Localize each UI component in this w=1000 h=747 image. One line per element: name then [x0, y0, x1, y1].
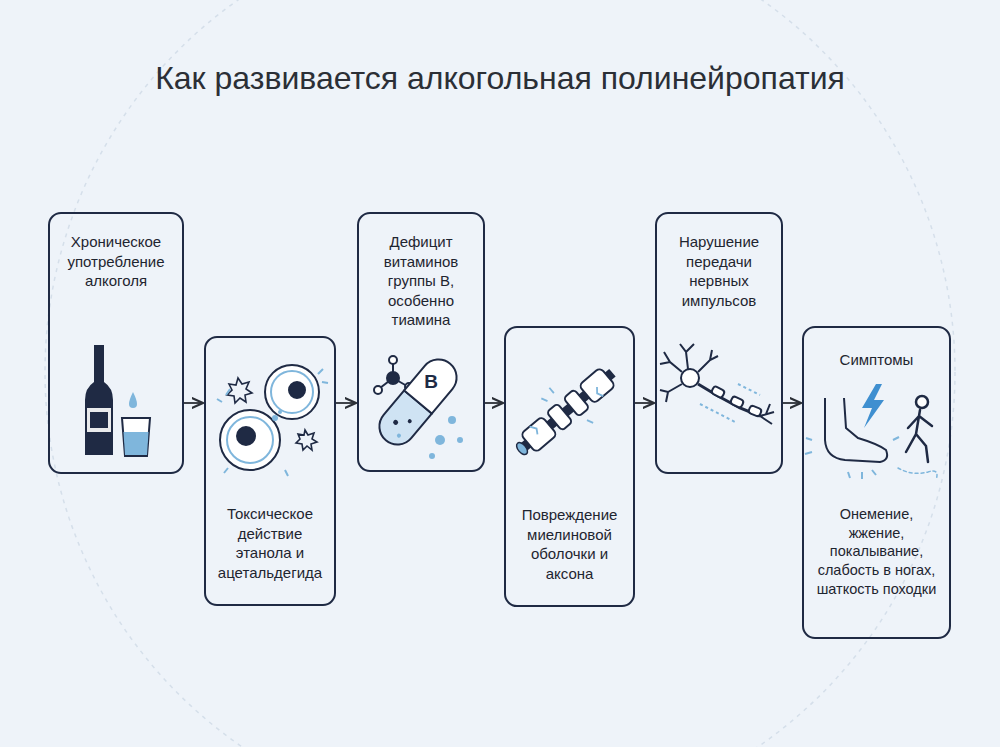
cell-icon — [217, 365, 328, 476]
capsule-icon — [372, 352, 464, 452]
neuron-icon — [660, 344, 774, 424]
person-icon — [898, 396, 937, 480]
box-text: Хроническое употребление алкоголя — [58, 232, 174, 291]
flow-arrow — [783, 402, 801, 404]
process-box: Дефицит витаминов группы B, особенно тиа… — [357, 212, 485, 472]
glass-icon — [122, 392, 150, 456]
decor-circle — [45, 0, 955, 747]
nerve-fiber-icon — [500, 351, 629, 472]
box-text: Дефицит витаминов группы B, особенно тиа… — [367, 232, 475, 330]
box-body-text: Онемение, жжение, покалывание, слабость … — [812, 505, 941, 599]
diagram-title: Как развивается алкогольная полинейропат… — [150, 56, 850, 100]
process-box: Хроническое употребление алкоголя — [48, 212, 184, 474]
vitamin-letter: B — [424, 371, 438, 393]
foot-icon — [805, 398, 899, 479]
process-box: Токсическое действие этанола и ацетальде… — [204, 336, 336, 606]
box-text: Токсическое действие этанола и ацетальде… — [214, 504, 326, 582]
bottle-icon — [85, 345, 113, 455]
process-box: СимптомыОнемение, жжение, покалывание, с… — [802, 326, 951, 639]
flow-arrow — [635, 402, 654, 404]
lightning-icon — [862, 384, 884, 428]
box-text: Повреждение миелиновой оболочки и аксона — [514, 505, 625, 583]
flow-arrow — [184, 402, 203, 404]
process-box: Нарушение передачи нервных импульсов — [655, 212, 783, 474]
box-text: Нарушение передачи нервных импульсов — [665, 232, 773, 310]
process-box: Повреждение миелиновой оболочки и аксона — [504, 326, 635, 607]
pill-dots — [429, 416, 463, 459]
box-text: Симптомы — [812, 350, 941, 370]
flow-arrow — [336, 402, 356, 404]
flow-arrow — [485, 402, 503, 404]
